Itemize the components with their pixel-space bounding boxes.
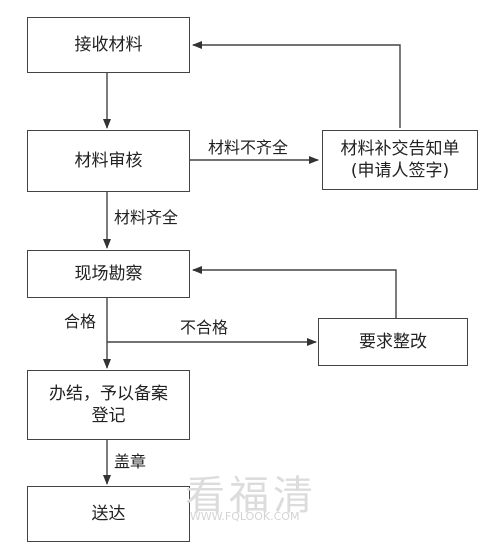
node-deliver-label: 送达: [91, 504, 126, 524]
node-review-materials: 材料审核: [27, 130, 190, 192]
node-rectify-label: 要求整改: [359, 332, 427, 352]
arrow-notice-to-receive: [192, 41, 401, 128]
watermark-logo: 看福清: [185, 473, 317, 519]
node-complete-registration: 办结，予以备案 登记: [27, 370, 190, 440]
node-deliver: 送达: [27, 486, 190, 542]
node-require-rectify: 要求整改: [318, 318, 468, 366]
edge-label-unqualified: 不合格: [180, 318, 229, 337]
node-receive-label: 接收材料: [74, 35, 143, 55]
node-complete-label-line1: 办结，予以备案: [49, 384, 168, 404]
node-receive-materials: 接收材料: [27, 17, 190, 73]
node-review-label: 材料审核: [74, 151, 143, 171]
node-complete-label-line2: 登记: [91, 406, 126, 426]
edge-label-complete: 材料齐全: [114, 208, 179, 227]
edge-label-incomplete: 材料不齐全: [208, 138, 289, 157]
node-survey-label: 现场勘察: [74, 264, 143, 284]
node-site-survey: 现场勘察: [27, 250, 190, 298]
watermark-url: WWW.FQLOOK.COM: [190, 510, 300, 523]
edge-label-qualified: 合格: [64, 312, 97, 331]
edge-label-seal: 盖章: [114, 452, 147, 471]
node-notice-label-line2: (申请人签字): [350, 161, 450, 181]
node-notice-label-line1: 材料补交告知单: [340, 139, 460, 159]
arrow-rectify-to-survey: [192, 266, 397, 318]
node-supplement-notice: 材料补交告知单 (申请人签字): [322, 130, 478, 190]
